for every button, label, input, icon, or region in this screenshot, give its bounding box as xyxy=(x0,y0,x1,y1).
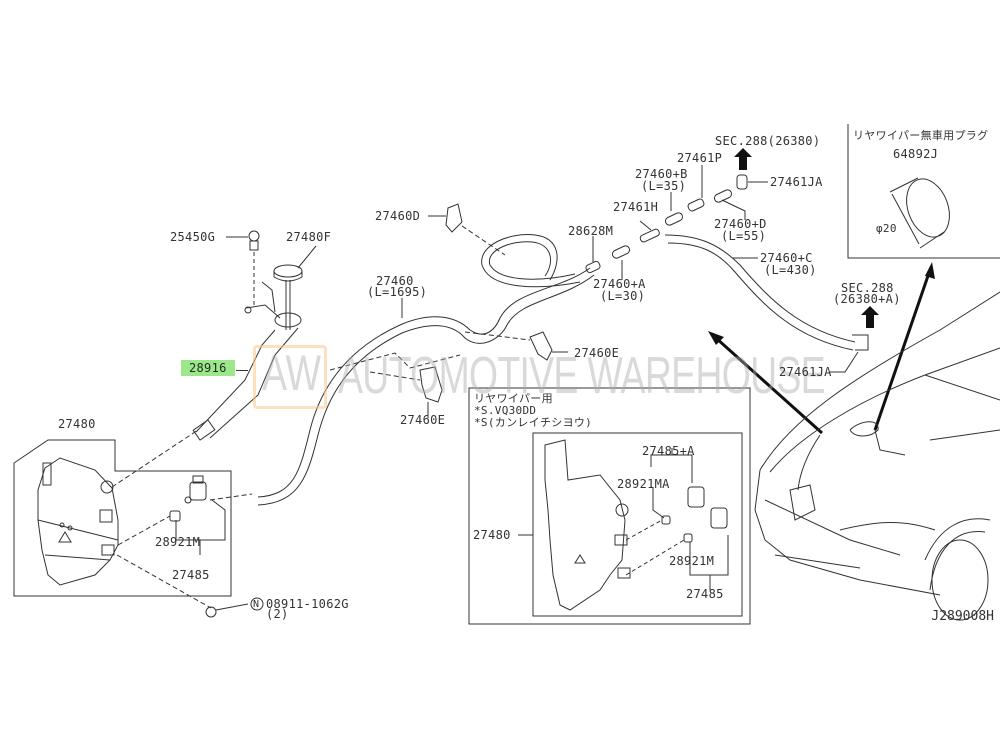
label-27461P[interactable]: 27461P xyxy=(677,151,723,165)
highlight: 28916 xyxy=(181,360,235,376)
clip-27460E-upper xyxy=(464,331,568,361)
washer-pump xyxy=(184,475,207,504)
label-sec288-side-ref: (26380+A) xyxy=(833,292,901,306)
arrow-up-icon-2 xyxy=(861,306,879,328)
label-28921MA[interactable]: 28921MA xyxy=(617,477,670,491)
clip-27460D xyxy=(428,203,506,256)
label-27460D[interactable]: 27460D xyxy=(375,209,421,223)
label-27461H[interactable]: 27461H xyxy=(613,200,659,214)
label-27460D-plus-length: (L=55) xyxy=(721,229,767,243)
label-27460B[interactable]: 27460+B xyxy=(635,167,688,181)
label-27460A-length: (L=30) xyxy=(600,289,646,303)
connector-chain xyxy=(585,165,869,373)
label-27460E-lower[interactable]: 27460E xyxy=(400,413,446,427)
label-27461JA-side[interactable]: 27461JA xyxy=(779,365,832,379)
label-27480[interactable]: 27480 xyxy=(58,417,96,431)
label-27461JA-top[interactable]: 27461JA xyxy=(770,175,823,189)
label-sec288-top[interactable]: SEC.288(26380) xyxy=(715,134,821,148)
n-circle-icon xyxy=(250,597,264,611)
grommet xyxy=(169,510,181,522)
plug-box-outline xyxy=(847,124,1000,259)
label-sec288-side[interactable]: SEC.288 xyxy=(841,281,894,295)
nut-icon xyxy=(205,606,217,618)
nut-prefix: N xyxy=(253,599,260,610)
label-27485-rear[interactable]: 27485 xyxy=(686,587,724,601)
plug-box-title: リヤワイパー無車用プラグ xyxy=(853,129,989,142)
label-27460C[interactable]: 27460+C xyxy=(760,251,813,265)
pointer-arrows xyxy=(714,269,932,435)
label-27480-rear[interactable]: 27480 xyxy=(473,528,511,542)
label-28921M[interactable]: 28921M xyxy=(155,535,201,549)
rear-wiper-line1: リヤワイパー用 xyxy=(474,392,553,405)
clip-25450G xyxy=(226,230,260,305)
car-illustration xyxy=(754,291,1000,621)
rear-wiper-line2: *S.VQ30DD xyxy=(474,404,537,417)
label-27460D-plus[interactable]: 27460+D xyxy=(714,217,767,231)
rear-wiper-tank xyxy=(544,439,631,611)
label-27460E-upper[interactable]: 27460E xyxy=(574,346,620,360)
label-27485A[interactable]: 27485+A xyxy=(642,444,695,458)
tank-bracket-outline xyxy=(13,439,232,597)
label-28921M-rear[interactable]: 28921M xyxy=(669,554,715,568)
diagram-code: J289008H xyxy=(931,609,994,624)
label-27480F[interactable]: 27480F xyxy=(286,230,332,244)
label-08911-1062G[interactable]: 08911-1062G xyxy=(266,597,349,611)
label-27460[interactable]: 27460 xyxy=(376,274,414,288)
rear-wiper-box xyxy=(468,387,751,625)
watermark-text: AUTOMOTIVE WAREHOUSE xyxy=(338,347,826,405)
label-28916-highlighted[interactable]: 28916 xyxy=(181,360,235,376)
label-64892J[interactable]: 64892J xyxy=(893,147,939,161)
label-27460B-length: (L=35) xyxy=(641,179,687,193)
label-25450G[interactable]: 25450G xyxy=(170,230,216,244)
label-27460A[interactable]: 27460+A xyxy=(593,277,646,291)
plug-icon xyxy=(889,177,950,249)
label-28628M[interactable]: 28628M xyxy=(568,224,614,238)
leader-28916 xyxy=(236,370,248,371)
washer-tank xyxy=(37,457,119,586)
clip-27460E-lower xyxy=(329,352,461,418)
label-27485[interactable]: 27485 xyxy=(172,568,210,582)
label-27460C-length: (L=430) xyxy=(764,263,817,277)
label-diameter: φ20 xyxy=(876,222,897,235)
watermark-logo-border xyxy=(253,345,327,409)
rear-wiper-inner-box xyxy=(532,432,743,617)
rear-wiper-pumps xyxy=(625,448,729,590)
rear-wiper-line3: *S(カンレイチシヨウ) xyxy=(474,416,593,429)
filler-cap xyxy=(273,245,317,330)
label-nut-qty: (2) xyxy=(266,607,289,621)
arrow-up-icon xyxy=(734,148,752,170)
watermark-logo: AW xyxy=(262,345,322,401)
label-27460-length: (L=1695) xyxy=(367,285,428,299)
